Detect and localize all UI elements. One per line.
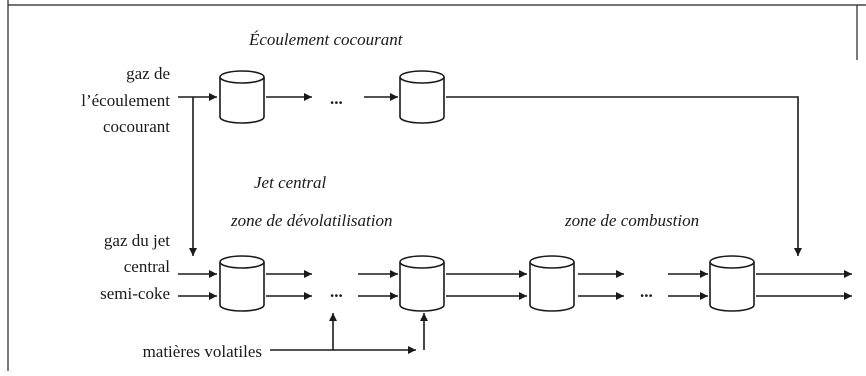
coflow-title: Écoulement cocourant [248,30,404,49]
devolatilization-zone-title: zone de dévolatilisation [230,211,392,230]
coflow-gas-label-line1: gaz de [126,64,170,83]
coflow-ellipsis: ... [330,89,343,108]
coflow-outlet-path [446,96,802,256]
combustion-ellipsis: ... [640,282,653,301]
combustion-reactor-1 [529,255,575,312]
combustion-reactor-n [709,255,755,312]
volatiles-label: matières volatiles [143,342,262,361]
devol-ellipsis: ... [330,282,343,301]
diagram-frame [7,0,866,371]
jet-gas-label-line2: central [124,257,171,276]
coflow-reactor-n [399,70,445,124]
devol-reactor-1 [219,255,265,312]
coflow-gas-label-line2: l’écoulement [81,91,170,110]
coflow-reactor-1 [219,70,265,124]
devol-reactor-n [399,255,445,312]
coflow-gas-label-line3: cocourant [103,117,170,136]
combustion-zone-title: zone de combustion [564,211,699,230]
semi-coke-label: semi-coke [100,284,170,303]
central-jet-title: Jet central [254,173,326,192]
jet-gas-label-line1: gaz du jet [104,231,170,250]
